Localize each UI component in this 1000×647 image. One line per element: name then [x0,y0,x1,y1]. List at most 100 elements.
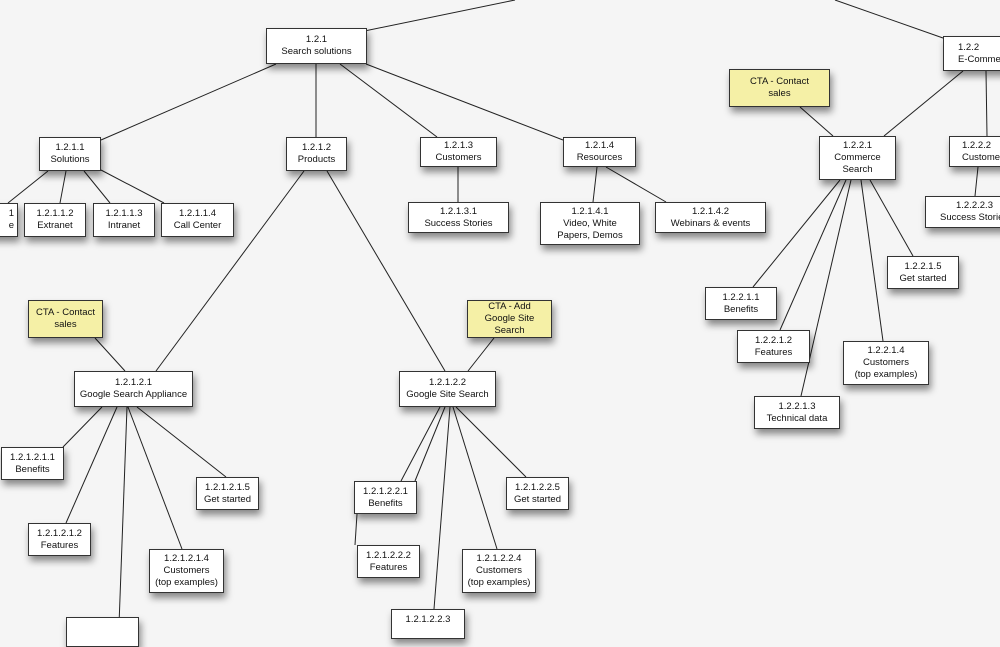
node-id: 1.2.2 [958,41,980,53]
node-label: e [8,220,14,231]
node-label: Search solutions [281,46,352,57]
node-label: Resources [576,152,623,163]
node-label: Customers [962,151,1000,163]
connector-line [127,406,183,550]
connector-line [365,63,564,141]
node-id: 1.2.1.2.1.5 [205,481,250,493]
connector-line [433,406,451,610]
node-id: 1.2.1.2.2.4 [476,553,522,564]
connector-line [883,70,964,137]
node-label: Get started [514,493,561,505]
node-id: 1.2.1.2 [301,142,332,153]
node-id: 1.2.2.1.4 [867,345,905,356]
node-label: Webinars & events [670,217,751,229]
node-id: 1.2.2.1.5 [904,260,942,272]
node-id: 1.2.1.4.1 [571,205,609,217]
node-commerce-customers[interactable]: 1.2.2.2Customers [949,136,1000,167]
connector-line [339,63,438,138]
cta-add-google-site-search[interactable]: CTA - Add Google Site Search [467,300,552,338]
connector-line [62,406,103,448]
connector-line [7,170,49,204]
connector-line [860,179,884,342]
cta-contact-sales-gsa[interactable]: CTA - Contact sales [28,300,103,338]
cta-contact-sales-commerce[interactable]: CTA - Contact sales [729,69,830,107]
connector-line [414,406,446,482]
node-id: 1.2.1.2.1.2 [37,527,82,539]
node-id: 1.2.1.2.2.5 [515,481,560,493]
connector-line [869,179,914,257]
connector-line [400,406,441,482]
node-id: 1.2.1.2.1.4 [164,553,209,564]
connector-line [118,406,128,625]
node-label: Search [842,164,873,175]
node-gsa-partial[interactable] [66,617,139,647]
node-id: 1.2.1.1.3 [105,208,143,219]
connector-line [779,179,847,331]
connector-line [354,513,358,546]
node-label: Features [754,346,793,358]
connector-line [100,169,165,204]
node-id: 1 [8,208,14,219]
node-label: Get started [204,493,251,505]
node-label: Success Stories [424,217,493,229]
node-label: Papers, Demos [557,229,623,241]
connector-line [59,170,67,204]
node-id: 1.2.1 [305,34,328,45]
node-label: Customers [435,152,482,163]
connector-line [65,406,118,524]
node-label: Customers [476,565,522,576]
node-label: Video, White [563,217,617,229]
node-label: Google Search Appliance [79,389,188,400]
node-id: 1.2.1.2.1 [115,377,152,388]
connector-line [349,0,516,35]
connector-line [974,166,979,197]
node-id: 1.2.1.1.4 [179,208,216,219]
node-id: 1.2.1.4 [584,140,615,151]
node-label: (top examples) [155,577,218,588]
connector-line [452,406,498,550]
node-label: (top examples) [854,369,918,380]
connector-lines [7,0,988,625]
node-label: Benefits [723,303,759,315]
node-id: 1.2.1.4.2 [692,205,729,217]
node-gss-technical[interactable]: 1.2.1.2.2.3 [391,609,465,639]
node-e-commerce[interactable]: 1.2.2E-Commerce [943,36,1000,71]
node-id: 1.2.1.3 [443,140,474,151]
node-label: Success Stories [940,212,1000,223]
connector-line [752,179,841,288]
node-id: 1.2.2.2 [962,139,992,151]
node-id: 1.2.2.1.3 [778,400,816,412]
connector-line [94,337,126,372]
cta-label: CTA - Contact sales [36,307,95,330]
node-label: Features [369,561,408,573]
